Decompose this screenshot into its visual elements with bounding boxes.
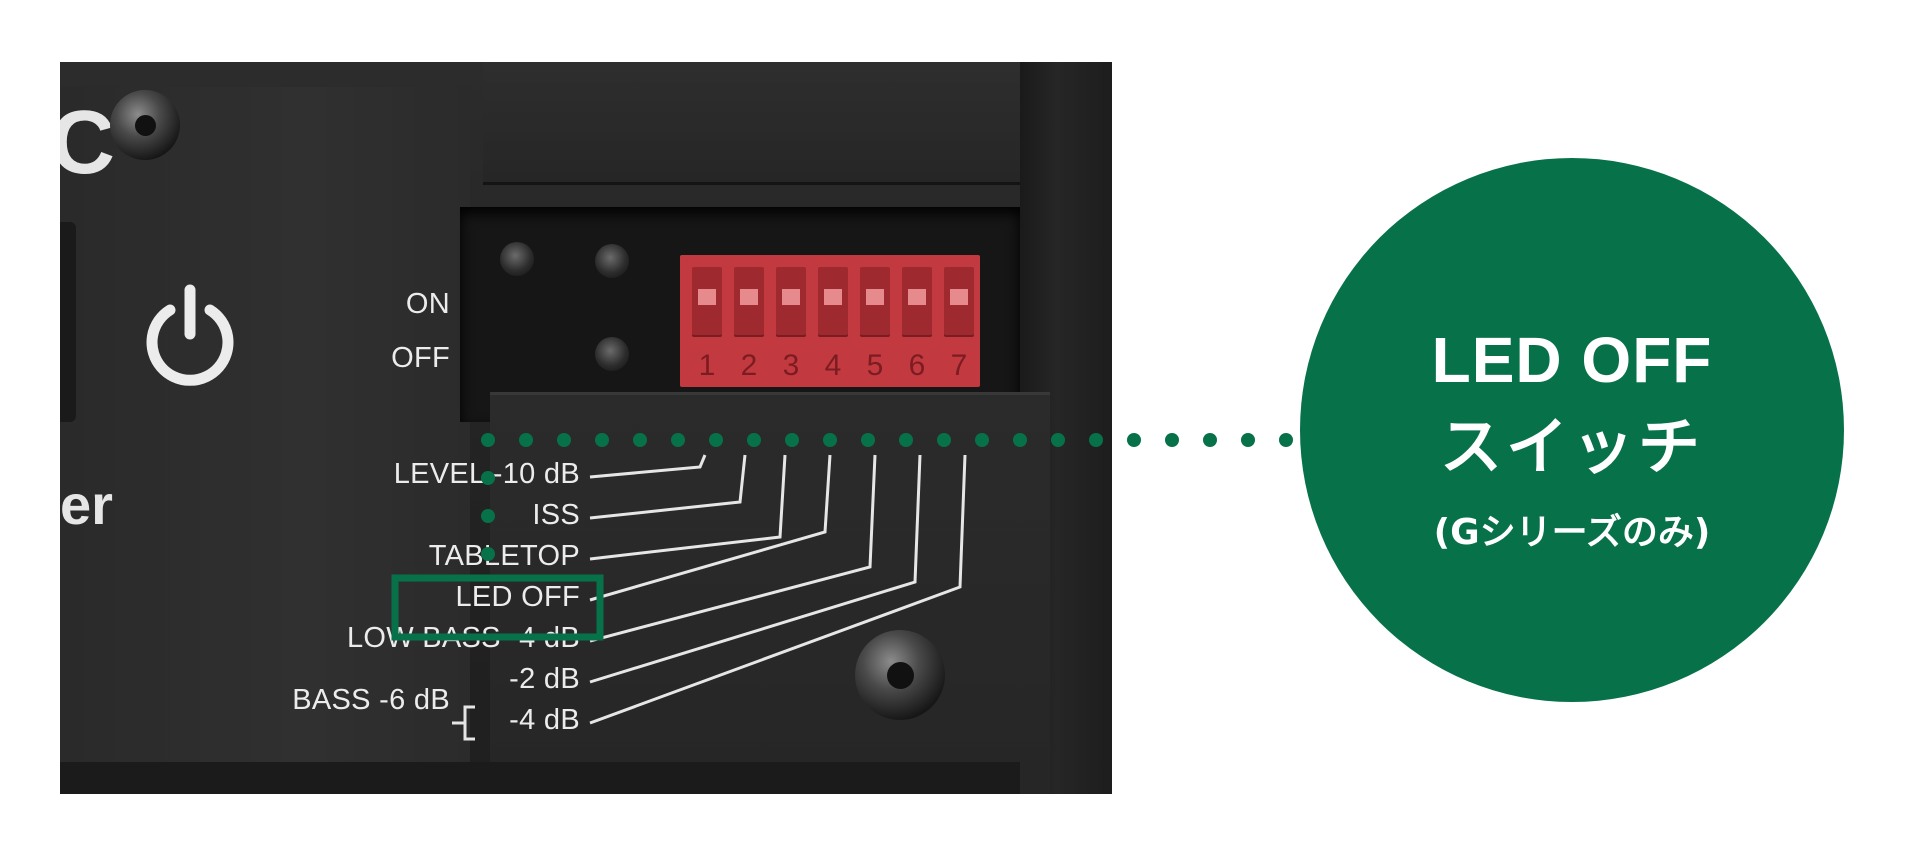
highlight-box: [391, 574, 604, 641]
logo-fragment: C: [60, 93, 115, 193]
dip-number: 4: [824, 349, 842, 382]
off-label: OFF: [391, 342, 450, 374]
dotted-leader: [481, 433, 1293, 561]
led-off-callout: LED OFF スイッチ (Gシリーズのみ): [1300, 158, 1844, 702]
dip-switch: [776, 267, 806, 337]
led-indicator: [595, 244, 629, 278]
setting-label-led-off: LED OFF: [455, 581, 580, 613]
setting-label-iss: ISS: [532, 499, 580, 531]
power-icon: [146, 284, 234, 386]
dip-number: 5: [866, 349, 884, 382]
dip-switch: [860, 267, 890, 337]
dip-number: 7: [950, 349, 968, 382]
led-indicator: [500, 242, 534, 276]
dip-switch: [734, 267, 764, 337]
dip-number: 6: [908, 349, 926, 382]
front-face: [60, 87, 470, 794]
callout-note: (Gシリーズのみ): [1433, 512, 1711, 553]
dip-switch-bank: 1 2 3 4 5 6 7: [680, 255, 980, 387]
top-housing: [483, 62, 1083, 185]
model-text-fragment: er: [60, 473, 113, 536]
panel-slot: [60, 222, 76, 422]
setting-label-tabletop: TABLETOP: [428, 540, 580, 572]
callout-title: LED OFF: [1431, 324, 1713, 396]
amplifier-panel-photo: C er ON OFF 1 2 3 4 5 6 7: [60, 62, 1112, 794]
dip-number: 3: [782, 349, 800, 382]
on-label: ON: [405, 288, 450, 320]
setting-label-bass-minus2: -2 dB: [509, 663, 580, 695]
dip-switch: [818, 267, 848, 337]
dip-switch: [692, 267, 722, 337]
switch-leader-lines: [452, 454, 967, 741]
dip-switch: [944, 267, 974, 337]
led-indicator: [595, 337, 629, 371]
dip-number: 2: [740, 349, 758, 382]
screw-icon: [855, 630, 945, 720]
bottom-edge: [60, 762, 1020, 794]
setting-label-bass-minus4: -4 dB: [509, 704, 580, 736]
setting-label-bass-group: BASS -6 dB: [292, 684, 450, 716]
screw-icon: [110, 90, 180, 160]
dip-number: 1: [698, 349, 716, 382]
dip-switch: [902, 267, 932, 337]
callout-subtitle: スイッチ: [1439, 410, 1704, 483]
